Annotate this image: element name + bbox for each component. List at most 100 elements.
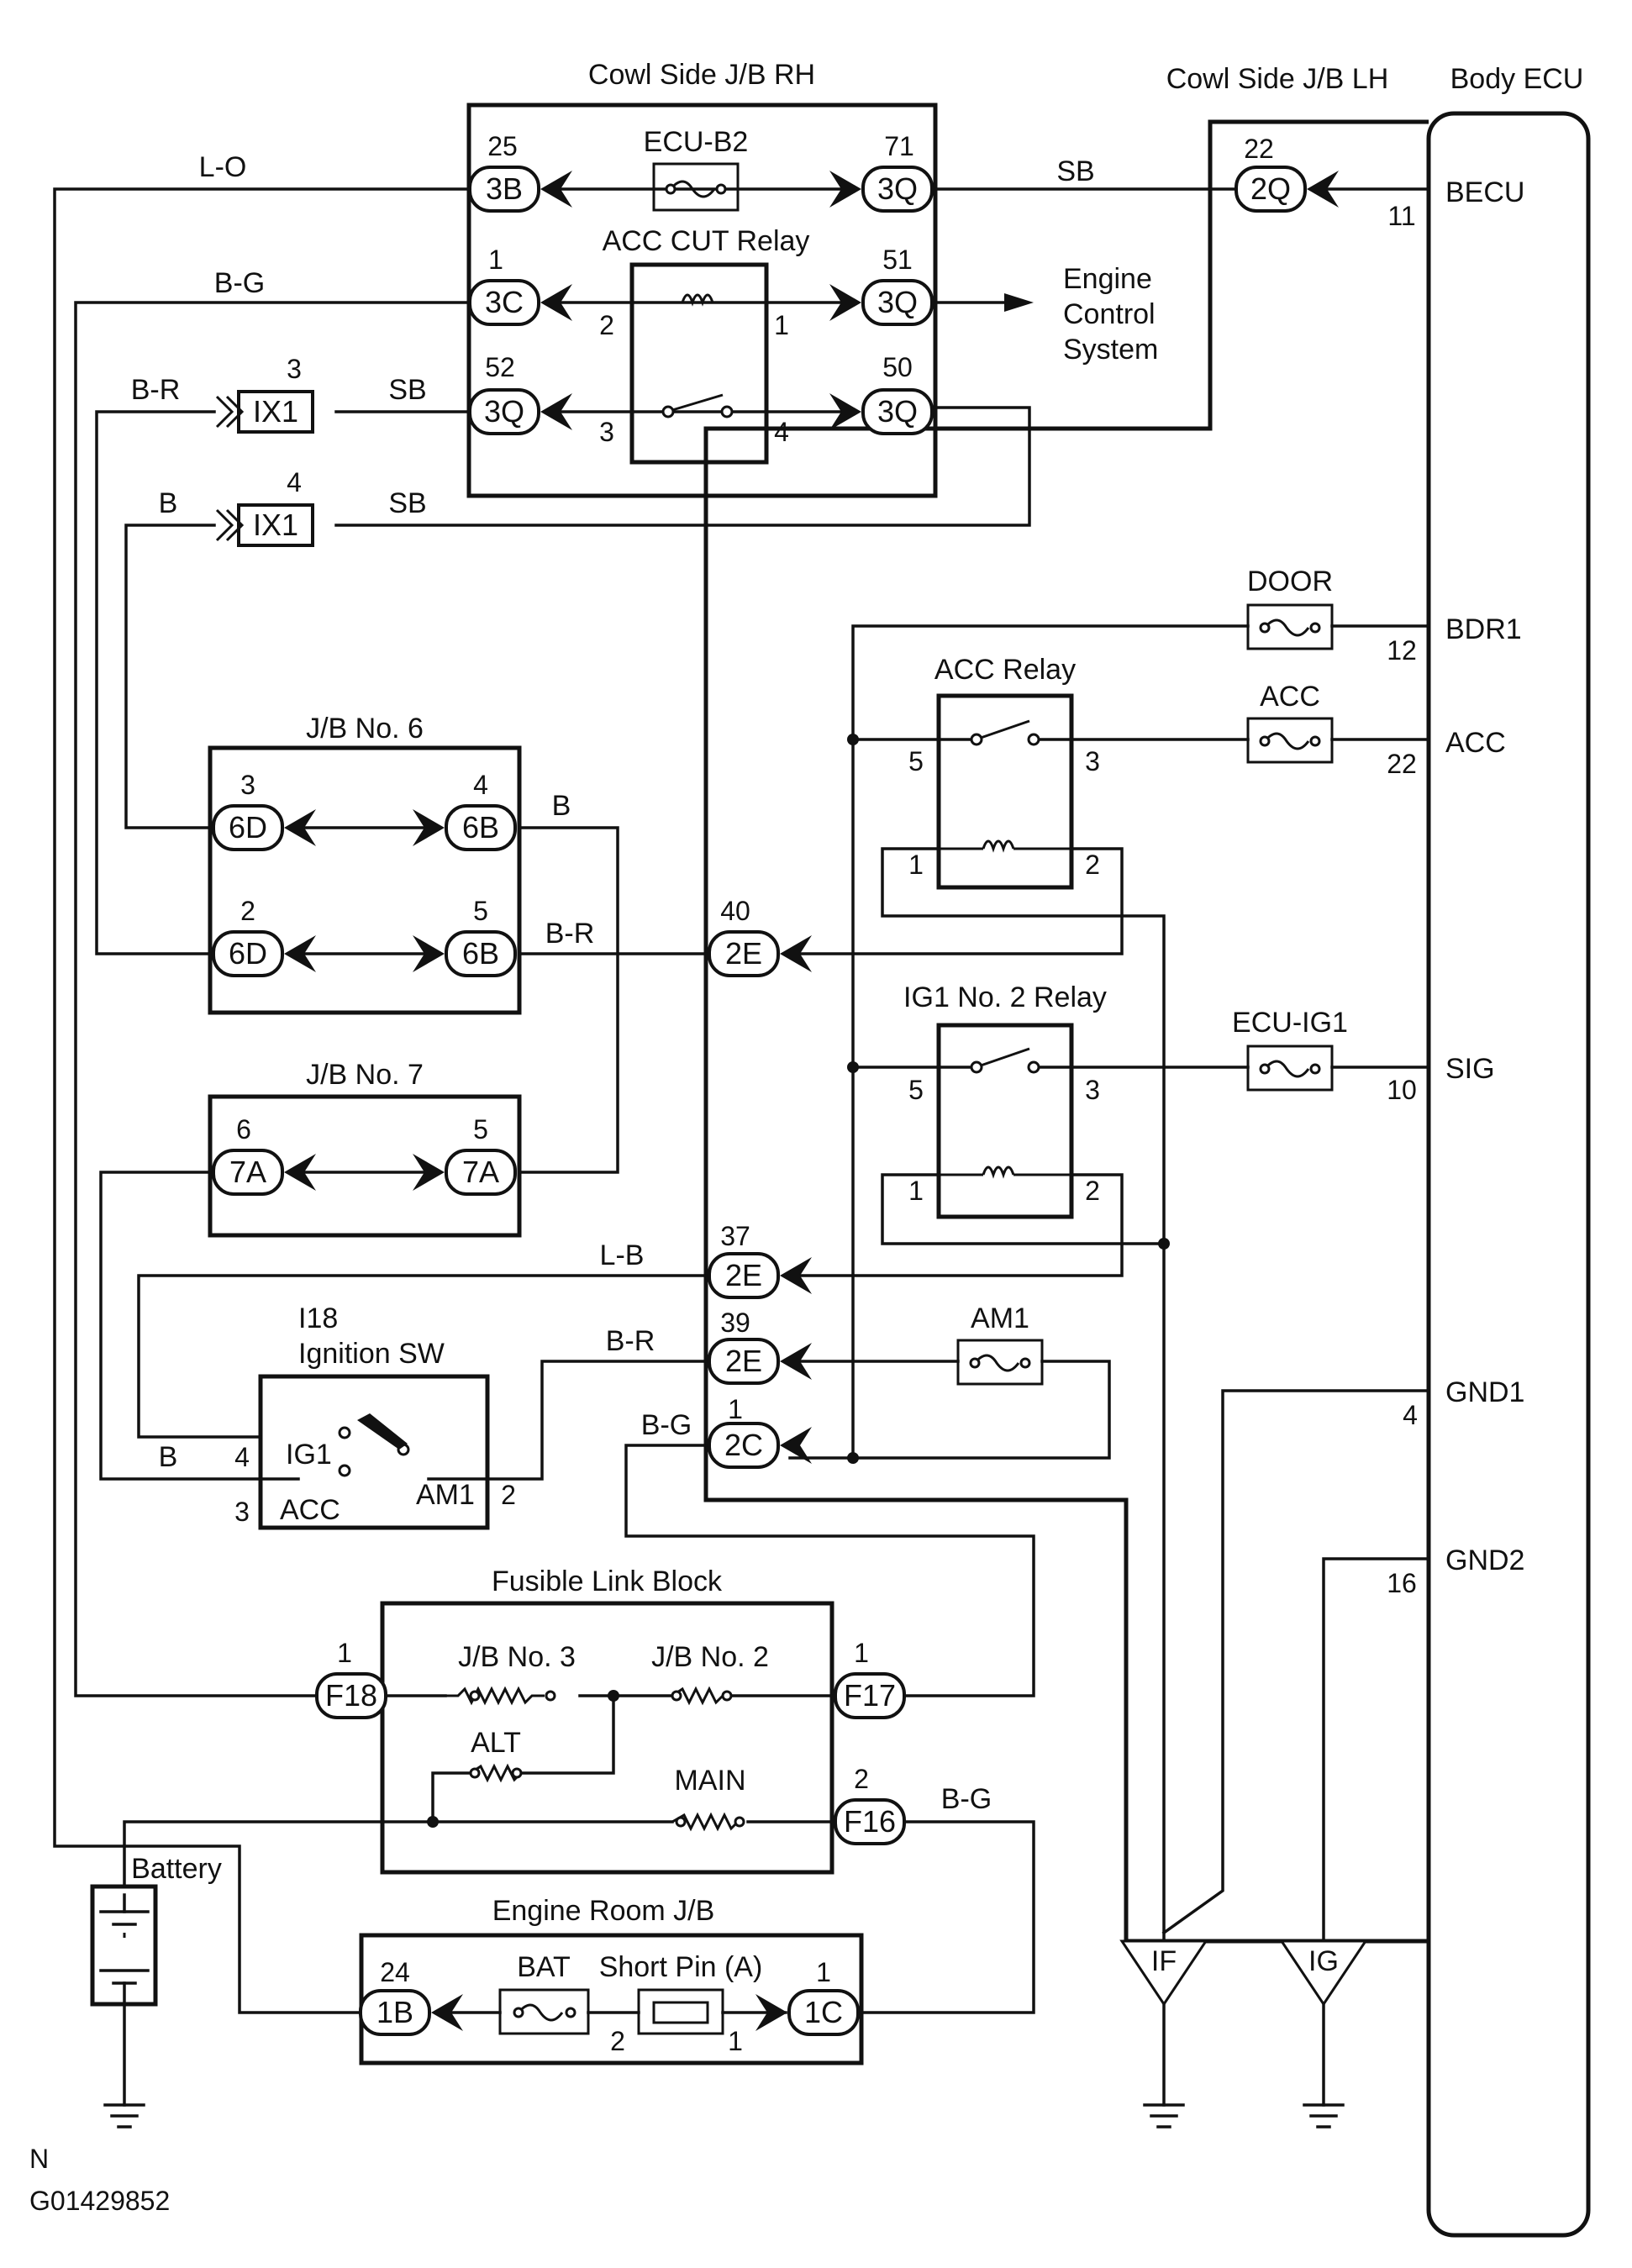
- wire-b-ix1: [124, 524, 216, 829]
- label-fuse-jb2: J/B No. 2: [651, 1641, 769, 1673]
- label-fuse-am1: AM1: [971, 1302, 1029, 1334]
- pin-short-pin-2: 2: [610, 2026, 625, 2056]
- pin-ig1-relay-5: 5: [908, 1075, 924, 1105]
- pin-2e-39: 39: [720, 1308, 750, 1338]
- connector-2q: 2Q: [1235, 166, 1339, 213]
- connector-1c-label: 1C: [804, 1995, 843, 2029]
- pin-7a-6: 6: [236, 1114, 251, 1145]
- label-fuse-alt: ALT: [471, 1727, 521, 1759]
- body-ecu-box: [1426, 111, 1591, 2238]
- wire-label-b-g-1: B-G: [214, 267, 265, 299]
- wire-label-sb-3: SB: [388, 487, 426, 519]
- wire-label-b-1: B: [159, 487, 178, 519]
- footer-n: N: [29, 2144, 49, 2174]
- acc-cut-relay-coil: [681, 293, 714, 307]
- pin-6b-5: 5: [473, 896, 488, 926]
- connector-2c-1: 2C: [708, 1422, 812, 1469]
- engine-control-line3: System: [1063, 334, 1158, 366]
- connector-f17: F17: [834, 1672, 906, 1719]
- pin-3q-71: 71: [884, 131, 914, 161]
- wire-b-g-2c: [624, 1444, 1035, 1697]
- pin-bdr1: 12: [1387, 635, 1417, 666]
- wire-gnd2: [1322, 1557, 1430, 1943]
- label-fuse-bat: BAT: [517, 1951, 571, 1983]
- label-fuse-ecu-b2: ECU-B2: [644, 126, 749, 158]
- title-ign-code: I18: [298, 1302, 338, 1334]
- connector-2e-40: 2E: [708, 930, 812, 977]
- pin-acc-relay-2: 2: [1085, 850, 1100, 880]
- connector-ix1-4-label: IX1: [253, 508, 298, 542]
- label-fuse-main: MAIN: [675, 1765, 746, 1797]
- pin-acc-relay-1: 1: [908, 850, 924, 880]
- connector-3b: 3B: [468, 166, 572, 213]
- jb-no6-box: [208, 745, 522, 1015]
- pin-3q-50: 50: [882, 352, 913, 382]
- label-fuse-ecu-ig1: ECU-IG1: [1232, 1007, 1348, 1039]
- ignition-switch-box: [258, 1374, 490, 1530]
- int-door-line: [851, 624, 1250, 1460]
- pin-6d-3: 3: [240, 770, 255, 800]
- title-body-ecu: Body ECU: [1450, 63, 1584, 95]
- connector-2q-label: 2Q: [1250, 171, 1291, 206]
- pin-3b: 25: [487, 131, 518, 161]
- connector-2e-37-label: 2E: [725, 1258, 762, 1292]
- cowl-side-jb-lh-outline: [703, 119, 1429, 1944]
- connector-1b-label: 1B: [376, 1995, 413, 2029]
- int-am1-loop: [788, 1360, 1111, 1460]
- connector-2e-40-label: 2E: [725, 936, 762, 971]
- wire-l-o: [53, 187, 471, 2014]
- connector-3q-52-label: 3Q: [484, 394, 524, 429]
- ground-ig-triangle: [1279, 1939, 1368, 2007]
- acc-cut-relay-box: [629, 262, 769, 465]
- wire-label-b-g-2: B-G: [641, 1409, 692, 1441]
- connector-2e-39-label: 2E: [725, 1344, 762, 1378]
- connector-3c: 3C: [468, 279, 572, 326]
- wire-gnd1: [1161, 1389, 1430, 1935]
- pin-3c: 1: [488, 245, 503, 275]
- connector-2e-39: 2E: [708, 1338, 812, 1385]
- pin-ix1-3: 3: [287, 354, 302, 384]
- fuse-acc: [1246, 717, 1334, 764]
- connector-6b-5-label: 6B: [462, 936, 499, 971]
- pin-2e-37: 37: [720, 1221, 750, 1251]
- engine-control-arrow: [1004, 293, 1034, 312]
- pin-cut-2: 2: [599, 310, 614, 340]
- title-jb-no6: J/B No. 6: [306, 713, 424, 745]
- connector-6d-2-label: 6D: [229, 936, 267, 971]
- fusible-link-jb3: [445, 1686, 556, 1706]
- ecu-terminal-bdr1: BDR1: [1445, 613, 1522, 645]
- pin-1c: 1: [816, 1957, 831, 1987]
- pin-2c-1: 1: [728, 1394, 743, 1424]
- title-jb-no7: J/B No. 7: [306, 1059, 424, 1091]
- connector-6d-3: 6D: [212, 804, 316, 851]
- splice-fusible-main: [427, 1816, 439, 1828]
- connector-3q-71-label: 3Q: [877, 171, 918, 206]
- wire-label-l-o: L-O: [199, 151, 247, 183]
- fusible-link-block-box: [380, 1601, 834, 1875]
- pin-becu: 11: [1387, 201, 1415, 231]
- int-ig1-coil-2e37: [788, 1173, 1124, 1277]
- connector-1b: 1B: [359, 1989, 463, 2036]
- ecu-terminal-becu: BECU: [1445, 176, 1524, 208]
- fusible-link-jb2: [671, 1686, 733, 1706]
- earth-ig-icon: [1303, 2103, 1345, 2129]
- fuse-ecu-ig1: [1246, 1045, 1334, 1092]
- pin-ig1-relay-3: 3: [1085, 1075, 1100, 1105]
- engine-control-line2: Control: [1063, 298, 1156, 330]
- title-cowl-side-jb-lh: Cowl Side J/B LH: [1166, 63, 1389, 95]
- label-fuse-acc: ACC: [1260, 681, 1320, 713]
- pin-cut-3: 3: [599, 417, 614, 447]
- connector-3c-label: 3C: [485, 285, 524, 319]
- acc-relay-coil: [939, 839, 1071, 853]
- connector-6b-4: 6B: [413, 804, 517, 851]
- pin-3q-52: 52: [485, 352, 515, 382]
- connector-6b-4-label: 6B: [462, 810, 499, 845]
- connector-3q-50: 3Q: [829, 388, 934, 435]
- wire-sb-3q50: [334, 406, 1031, 527]
- wire-label-sb-1: SB: [1056, 155, 1094, 187]
- fuse-ecu-b2: [652, 162, 740, 212]
- engine-control-line1: Engine: [1063, 263, 1152, 295]
- label-fuse-door: DOOR: [1247, 566, 1333, 597]
- connector-3q-51: 3Q: [829, 279, 934, 326]
- ig1-relay-coil: [939, 1166, 1071, 1179]
